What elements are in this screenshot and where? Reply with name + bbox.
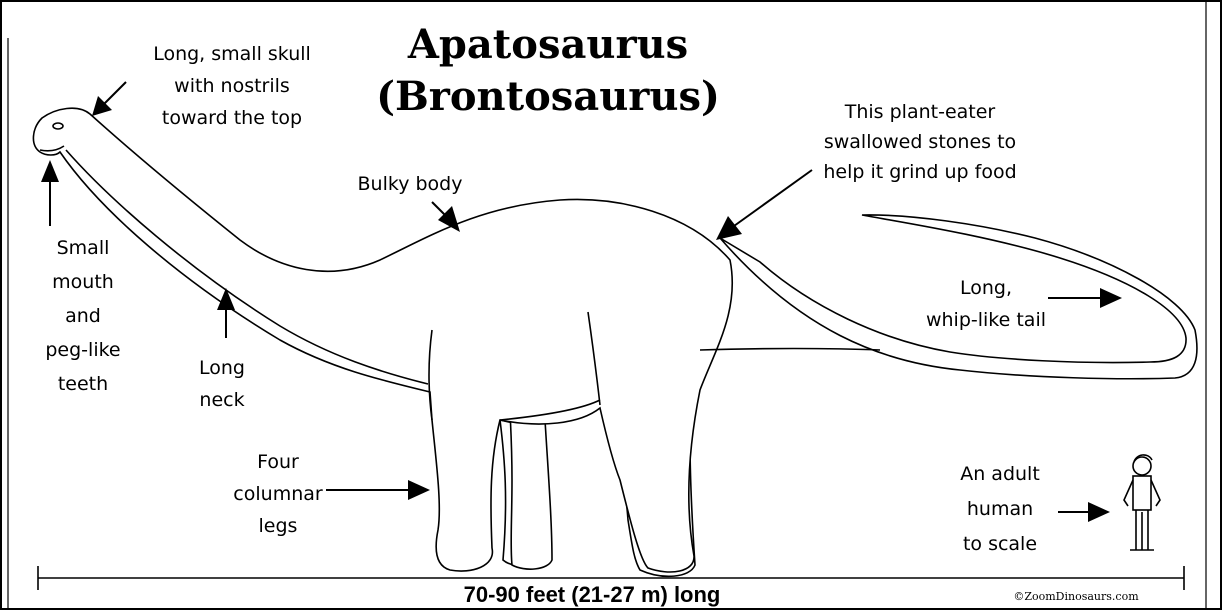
label-human: An adult human to scale xyxy=(960,463,1040,555)
human-figure xyxy=(1124,455,1160,550)
label-stones: This plant-eater swallowed stones to hel… xyxy=(823,101,1016,183)
label-mouth-line-4: peg-like xyxy=(45,339,120,361)
label-tail-line-2: whip-like tail xyxy=(926,309,1046,331)
label-human-line-1: An adult xyxy=(960,463,1040,485)
label-tail-line-1: Long, xyxy=(960,277,1012,299)
label-human-line-2: human xyxy=(967,498,1033,520)
label-neck-line-1: Long xyxy=(199,357,245,379)
label-skull: Long, small skull with nostrils toward t… xyxy=(153,43,311,129)
label-skull-line-1: Long, small skull xyxy=(153,43,311,65)
copyright-text: ©ZoomDinosaurs.com xyxy=(1013,590,1139,603)
arrow-skull xyxy=(92,82,126,116)
label-mouth-line-2: mouth xyxy=(52,271,114,293)
label-skull-line-3: toward the top xyxy=(162,107,302,129)
label-skull-line-2: with nostrils xyxy=(174,75,290,97)
label-legs-line-1: Four xyxy=(257,451,299,473)
label-neck: Long neck xyxy=(199,357,245,411)
arrow-body xyxy=(432,202,460,232)
label-stones-line-2: swallowed stones to xyxy=(824,131,1016,153)
label-body: Bulky body xyxy=(358,173,463,195)
label-stones-line-3: help it grind up food xyxy=(823,161,1016,183)
label-mouth-line-3: and xyxy=(65,305,101,327)
label-mouth-line-1: Small xyxy=(57,237,110,259)
length-label: 70-90 feet (21-27 m) long xyxy=(464,582,721,607)
arrow-legs xyxy=(326,480,430,500)
label-human-line-3: to scale xyxy=(963,533,1037,555)
arrow-tail xyxy=(1048,288,1122,308)
title-line-2: (Brontosaurus) xyxy=(376,73,720,120)
label-tail: Long, whip-like tail xyxy=(926,277,1046,331)
arrow-human xyxy=(1058,502,1110,522)
title-line-1: Apatosaurus xyxy=(407,21,688,68)
label-legs-line-2: columnar xyxy=(233,483,323,505)
dinosaur-tail xyxy=(720,215,1197,379)
dinosaur-flank-line xyxy=(700,349,880,351)
arrow-stones xyxy=(716,170,812,240)
label-legs: Four columnar legs xyxy=(233,451,323,537)
label-mouth-line-5: teeth xyxy=(58,373,108,395)
label-legs-line-3: legs xyxy=(259,515,298,537)
label-neck-line-2: neck xyxy=(199,389,244,411)
arrow-mouth xyxy=(41,160,59,226)
label-body-line-1: Bulky body xyxy=(358,173,463,195)
label-stones-line-1: This plant-eater xyxy=(844,101,996,123)
label-mouth: Small mouth and peg-like teeth xyxy=(45,237,120,395)
